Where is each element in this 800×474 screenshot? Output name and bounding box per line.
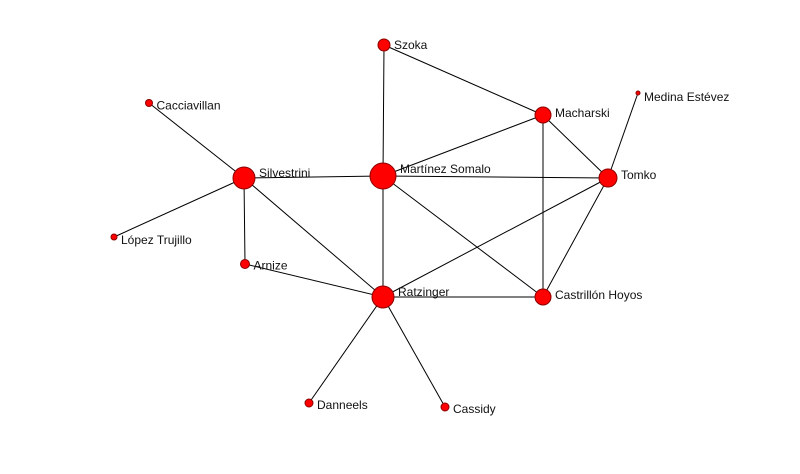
node-label: Martínez Somalo <box>400 162 491 176</box>
node-circle[interactable] <box>240 259 250 269</box>
node-danneels[interactable]: Danneels <box>304 398 368 412</box>
edge-silvestrini-martinez <box>243 175 384 179</box>
node-circle[interactable] <box>304 398 314 408</box>
node-circle[interactable] <box>598 168 618 188</box>
node-martinez[interactable]: Martínez Somalo <box>369 162 491 190</box>
node-label: Danneels <box>317 398 368 412</box>
node-szoka[interactable]: Szoka <box>377 38 428 52</box>
node-label: Cacciavillan <box>157 99 221 113</box>
edge-cacciavillan-silvestrini <box>148 102 245 179</box>
edge-arinze-ratzinger <box>244 263 384 298</box>
node-lopez[interactable]: López Trujillo <box>110 233 192 247</box>
edges-layer <box>113 44 639 408</box>
node-circle[interactable] <box>110 233 118 241</box>
edge-tomko-castrillon <box>542 177 609 298</box>
node-cassidy[interactable]: Cassidy <box>440 402 496 416</box>
edge-ratzinger-cassidy <box>382 296 446 408</box>
node-label: Szoka <box>394 38 428 52</box>
node-label: Ratzinger <box>398 285 449 299</box>
edge-macharski-tomko <box>542 114 609 179</box>
node-circle[interactable] <box>369 162 397 190</box>
node-circle[interactable] <box>232 166 256 190</box>
node-label: Tomko <box>621 168 657 182</box>
node-circle[interactable] <box>371 285 395 309</box>
node-label: Medina Estévez <box>644 90 729 104</box>
edge-szoka-martinez <box>382 44 385 177</box>
node-label: Silvestrini <box>259 166 310 180</box>
edge-tomko-ratzinger <box>382 177 609 298</box>
edge-silvestrini-arinze <box>243 177 246 265</box>
node-label: Arnize <box>254 259 288 273</box>
node-label: Cassidy <box>453 402 496 416</box>
node-circle[interactable] <box>145 99 153 107</box>
node-ratzinger[interactable]: Ratzinger <box>371 285 449 309</box>
node-tomko[interactable]: Tomko <box>598 168 657 188</box>
node-cacciavillan[interactable]: Cacciavillan <box>145 99 221 113</box>
node-arinze[interactable]: Arnize <box>240 259 288 273</box>
node-label: Castrillón Hoyos <box>555 288 642 302</box>
node-label: Macharski <box>555 106 610 120</box>
node-macharski[interactable]: Macharski <box>534 106 610 124</box>
edge-martinez-macharski <box>382 114 544 177</box>
node-circle[interactable] <box>440 402 450 412</box>
node-medina[interactable]: Medina Estévez <box>635 90 729 104</box>
edge-szoka-macharski <box>383 44 544 116</box>
node-circle[interactable] <box>534 106 552 124</box>
edge-silvestrini-ratzinger <box>243 177 384 298</box>
edge-medina-tomko <box>607 92 639 179</box>
edge-ratzinger-danneels <box>308 296 384 404</box>
edge-martinez-tomko <box>382 175 609 179</box>
node-label: López Trujillo <box>121 233 192 247</box>
edge-martinez-castrillon <box>382 175 544 298</box>
node-silvestrini[interactable]: Silvestrini <box>232 166 310 190</box>
node-circle[interactable] <box>534 288 552 306</box>
node-circle[interactable] <box>635 90 641 96</box>
node-castrillon[interactable]: Castrillón Hoyos <box>534 288 642 306</box>
node-circle[interactable] <box>377 38 391 52</box>
edge-silvestrini-lopez <box>113 177 245 238</box>
